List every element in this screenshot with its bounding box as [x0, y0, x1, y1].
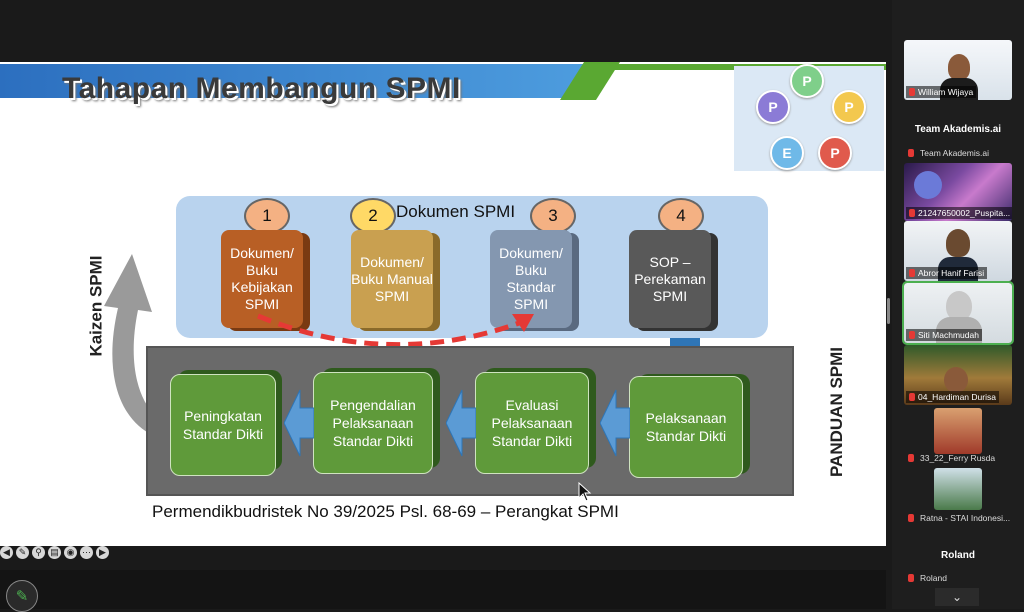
participant-name-roland[interactable]: Roland: [906, 572, 947, 584]
mic-muted-icon: [909, 269, 915, 277]
camera-icon[interactable]: ◉: [64, 546, 77, 559]
blue-left-arrow-3: [600, 389, 630, 457]
participant-name: Siti Machmudah: [906, 329, 982, 341]
red-dashed-arrow: [257, 313, 534, 348]
zoom-icon[interactable]: ⚲: [32, 546, 45, 559]
doc-number-3: 3: [530, 198, 576, 234]
doc-card-sop: SOP – Perekaman SPMI: [629, 230, 711, 328]
participant-name-team[interactable]: Team Akademis.ai: [906, 147, 989, 159]
ppepp-circle-2: P: [756, 90, 790, 124]
participant-tile-siti[interactable]: Siti Machmudah: [902, 281, 1014, 345]
doc-number-1: 1: [244, 198, 290, 234]
kaizen-spmi-label: Kaizen SPMI: [86, 255, 106, 357]
next-slide-icon[interactable]: ▶: [96, 546, 109, 559]
process-card-pelaksanaan: Pelaksanaan Standar Dikti: [629, 376, 743, 478]
mic-muted-icon: [909, 393, 915, 401]
planet-image: [914, 171, 942, 199]
blue-left-arrow-1: [284, 389, 314, 457]
ppepp-cycle-diagram: P P P E P: [734, 64, 884, 171]
participant-name-ferry[interactable]: 33_22_Ferry Rusda: [906, 452, 995, 464]
process-card-evaluasi: Evaluasi Pelaksanaan Standar Dikti: [475, 372, 589, 474]
avatar: [946, 229, 970, 257]
presentation-slide: Tahapan Membangun SPMI P P P E P Kaizen …: [0, 62, 886, 546]
previous-slide-icon[interactable]: ◀: [0, 546, 13, 559]
process-card-peningkatan: Peningkatan Standar Dikti: [170, 374, 276, 476]
ppepp-circle-5: P: [818, 136, 852, 170]
regulation-caption: Permendikbudristek No 39/2025 Psl. 68-69…: [152, 502, 619, 521]
participant-name: 04_Hardiman Durisa: [906, 391, 999, 403]
mouse-cursor-icon: [578, 482, 592, 502]
ppepp-circle-4: E: [770, 136, 804, 170]
avatar: [944, 367, 968, 393]
mic-muted-icon: [908, 149, 914, 157]
blue-left-arrow-2: [446, 389, 476, 457]
participant-name-ratna[interactable]: Ratna - STAI Indonesi...: [906, 512, 1010, 524]
doc-number-4: 4: [658, 198, 704, 234]
subtitles-icon[interactable]: ▤: [48, 546, 61, 559]
chevron-down-icon[interactable]: ⌄: [935, 588, 979, 606]
mic-muted-icon: [908, 514, 914, 522]
mic-muted-icon: [909, 209, 915, 217]
section-label-roland: Roland: [941, 550, 975, 561]
mic-muted-icon: [909, 331, 915, 339]
avatar: [948, 54, 970, 80]
meeting-bottom-bar: [0, 570, 886, 609]
participant-tile-ratna[interactable]: [934, 468, 982, 510]
participant-name: Abror Hanif Farisi: [906, 267, 988, 279]
participant-name: William Wijaya: [906, 86, 977, 98]
mic-muted-icon: [908, 454, 914, 462]
doc-card-standar: Dokumen/ Buku Standar SPMI: [490, 230, 572, 328]
mic-muted-icon: [908, 574, 914, 582]
kaizen-cycle-arrow: [104, 254, 156, 436]
participant-tile-william[interactable]: William Wijaya: [904, 40, 1012, 100]
panduan-spmi-label: PANDUAN SPMI: [827, 346, 847, 478]
mic-muted-icon: [909, 88, 915, 96]
section-label-team: Team Akademis.ai: [914, 124, 1002, 135]
participant-tile-ferry[interactable]: [934, 408, 982, 454]
slide-title: Tahapan Membangun SPMI: [62, 72, 461, 105]
sidebar-resize-handle[interactable]: [887, 298, 890, 324]
participant-name: 21247650002_Puspita...: [906, 207, 1012, 219]
process-card-pengendalian: Pengendalian Pelaksanaan Standar Dikti: [313, 372, 433, 474]
avatar: [946, 291, 972, 321]
ppepp-circle-3: P: [832, 90, 866, 124]
pen-icon[interactable]: ✎: [16, 546, 29, 559]
more-options-icon[interactable]: ⋯: [80, 546, 93, 559]
doc-card-kebijakan: Dokumen/ Buku Kebijakan SPMI: [221, 230, 303, 328]
dokumen-spmi-title: Dokumen SPMI: [396, 202, 516, 221]
participant-tile-puspita[interactable]: 21247650002_Puspita...: [904, 163, 1012, 221]
title-band-blue: [0, 64, 620, 98]
doc-number-2: 2: [350, 198, 396, 234]
slide-toolbar: ◀ ✎ ⚲ ▤ ◉ ⋯ ▶: [0, 546, 109, 562]
participant-tile-hardiman[interactable]: 04_Hardiman Durisa: [904, 345, 1012, 405]
doc-card-manual: Dokumen/ Buku Manual SPMI: [351, 230, 433, 328]
ppepp-circle-1: P: [790, 64, 824, 98]
annotate-pencil-icon[interactable]: ✎: [6, 580, 38, 612]
participant-tile-abror[interactable]: Abror Hanif Farisi: [904, 221, 1012, 281]
